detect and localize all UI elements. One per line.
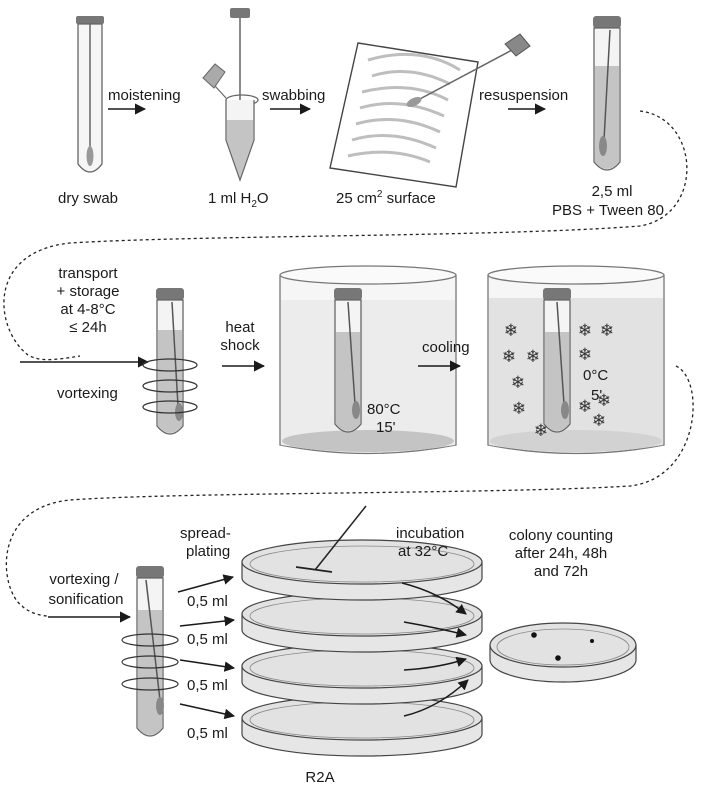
surface-prefix: 25 cm — [336, 190, 377, 207]
label-heat-duration: 15' — [376, 419, 396, 436]
resuspension-tube — [593, 16, 621, 171]
cooling-beaker — [487, 265, 665, 455]
arrow-right-icon — [179, 659, 236, 672]
label-water-volume: 1 ml H2O — [208, 190, 269, 210]
label-colony-counting: colony counting — [509, 527, 613, 544]
arrow-right-icon — [401, 582, 467, 615]
conical-tube-water — [202, 8, 259, 182]
arrow-right-icon — [179, 615, 236, 627]
label-cool-duration: 5' — [591, 387, 602, 404]
snowflake-icon: ❄ — [534, 421, 548, 441]
label-vortexing: vortexing — [57, 385, 118, 402]
snowflake-icon: ❄ — [578, 397, 592, 417]
label-counting-times: after 24h, 48h — [515, 545, 608, 562]
heat-beaker — [279, 265, 457, 455]
label-aliquot-2: 0,5 ml — [187, 631, 228, 648]
label-shock: shock — [220, 337, 260, 354]
label-counting-final: and 72h — [534, 563, 588, 580]
surface-superscript: 2 — [377, 189, 383, 200]
snowflake-icon: ❄ — [526, 347, 540, 367]
label-incubation: incubation — [396, 525, 464, 542]
snowflake-icon: ❄ — [597, 391, 611, 411]
dashed-connector-1 — [3, 110, 688, 361]
label-storage: + storage — [57, 283, 120, 300]
label-incubation-temperature: at 32°C — [398, 543, 448, 560]
label-aliquot-3: 0,5 ml — [187, 677, 228, 694]
label-resuspension: resuspension — [479, 87, 568, 104]
label-time-limit: ≤ 24h — [69, 319, 106, 336]
spreader-handle — [314, 505, 367, 571]
water-subscript: 2 — [251, 199, 257, 210]
water-prefix: 1 ml H — [208, 190, 251, 207]
snowflake-icon: ❄ — [502, 347, 516, 367]
label-spread: spread- — [180, 525, 231, 542]
label-vortexing-sonication-2: sonification — [48, 591, 123, 608]
swabbing-surface — [329, 33, 531, 188]
surface-suffix: surface — [382, 190, 435, 207]
colony — [531, 632, 537, 638]
snowflake-icon: ❄ — [600, 321, 614, 341]
arrow-right-icon — [179, 703, 236, 720]
dashed-connector-2 — [5, 365, 694, 617]
petri-dish-stack — [241, 505, 483, 757]
snowflake-icon: ❄ — [512, 399, 526, 419]
water-suffix: O — [257, 190, 269, 207]
arrow-right-icon — [403, 656, 467, 671]
snowflake-icon: ❄ — [511, 373, 525, 393]
label-vortexing-sonication-1: vortexing / — [49, 571, 119, 588]
label-transport: transport — [58, 265, 118, 282]
arrow-right-icon — [177, 574, 235, 593]
vortex-tube — [142, 288, 198, 435]
label-volume: 2,5 ml — [592, 183, 633, 200]
dry-swab-tube — [76, 16, 104, 173]
result-petri-dish — [489, 622, 637, 683]
label-cooling: cooling — [422, 339, 470, 356]
label-buffer: PBS + Tween 80 — [552, 202, 664, 219]
label-aliquot-4: 0,5 ml — [187, 725, 228, 742]
label-medium: R2A — [305, 769, 334, 786]
label-plating: plating — [186, 543, 230, 560]
label-dry-swab: dry swab — [58, 190, 118, 207]
label-cool-temperature: 0°C — [583, 367, 608, 384]
snowflake-icon: ❄ — [578, 321, 592, 341]
label-temperature-range: at 4-8°C — [60, 301, 115, 318]
label-aliquot-1: 0,5 ml — [187, 593, 228, 610]
arrow-right-icon — [403, 679, 469, 717]
petri-dish — [241, 539, 483, 601]
petri-dish — [241, 643, 483, 705]
colony — [590, 639, 594, 643]
label-swabbing: swabbing — [262, 87, 325, 104]
petri-dish — [241, 695, 483, 757]
sonication-tube — [121, 566, 179, 737]
spreader-head — [295, 566, 333, 573]
snowflake-icon: ❄ — [504, 321, 518, 341]
label-heat: heat — [225, 319, 255, 336]
label-moistening: moistening — [108, 87, 181, 104]
arrow-right-icon — [403, 621, 468, 638]
colony — [555, 655, 561, 661]
label-heat-temperature: 80°C — [367, 401, 401, 418]
snowflake-icon: ❄ — [578, 345, 592, 365]
label-surface-area: 25 cm2 surface — [336, 189, 436, 207]
snowflake-icon: ❄ — [592, 411, 606, 431]
